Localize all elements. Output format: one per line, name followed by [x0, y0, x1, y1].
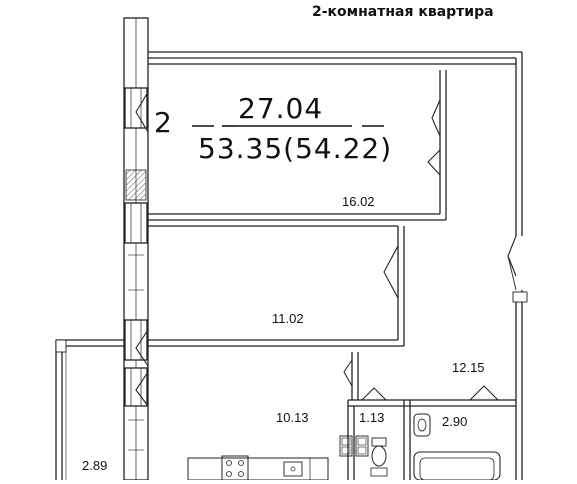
room-area-label: 12.15: [452, 360, 485, 375]
room-area-label: 10.13: [276, 410, 309, 425]
room-area-label: 16.02: [342, 194, 375, 209]
room-area-label: 2.89: [82, 458, 108, 473]
living-area: 27.04: [238, 92, 324, 125]
room-count: 2: [154, 106, 173, 139]
window-left-3: [124, 319, 148, 361]
window-left-1: [124, 87, 148, 129]
room-area-label: 1.13: [359, 410, 385, 425]
hatched-column: [125, 169, 147, 201]
total-area: 53.35(54.22): [198, 132, 393, 165]
window-left-2: [124, 202, 148, 244]
room-area-label: 2.90: [442, 414, 468, 429]
room-area-label: 11.02: [272, 311, 304, 326]
plan-title: 2-комнатная квартира: [312, 4, 494, 20]
